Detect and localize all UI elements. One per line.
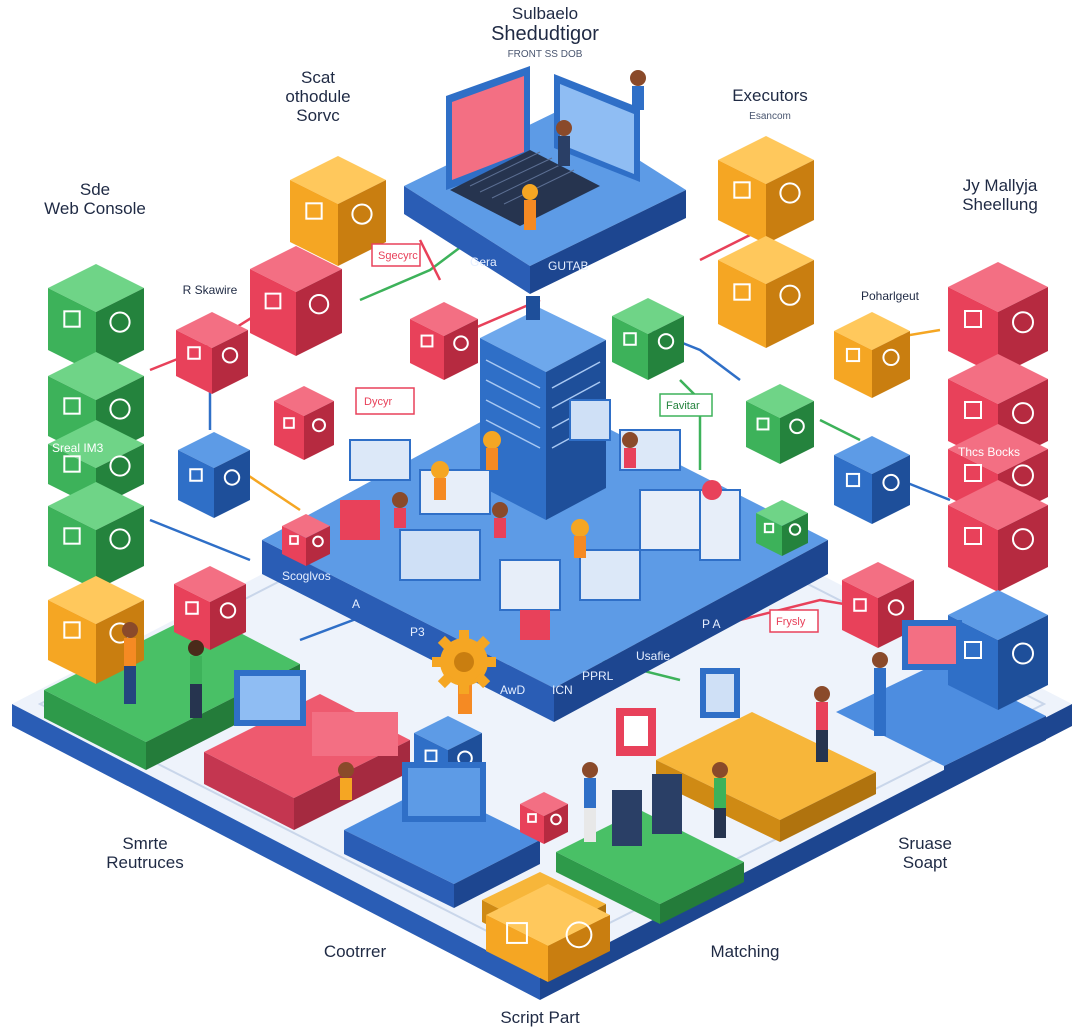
server-label-gera: Gera xyxy=(470,255,497,269)
scat-line-1: Scat xyxy=(258,68,378,87)
edge-label-a: A xyxy=(352,597,360,611)
cube-blue-left xyxy=(178,432,250,518)
sheellung-line-1: Jy Mallyja xyxy=(930,176,1070,195)
script-part-text: Script Part xyxy=(470,1008,610,1027)
smrte-line-1: Smrte xyxy=(80,834,210,853)
flag-label-sgecyrc: Sgecyrc xyxy=(378,250,418,262)
executors-label: Executors Esancom xyxy=(700,86,840,122)
web-console-line-1: Sde xyxy=(20,180,170,199)
cube-orange-pohargeut xyxy=(834,312,910,398)
cube-blue-right xyxy=(834,436,910,524)
smrte-reutruces-label: Smrte Reutruces xyxy=(80,834,210,872)
rskawire-label: R Skawire xyxy=(170,284,250,297)
edge-label-aw: AwD xyxy=(500,683,525,697)
matching-text: Matching xyxy=(690,942,800,961)
cube-orange-executors-2 xyxy=(718,236,814,348)
edge-label-p3: P3 xyxy=(410,625,425,639)
flag-label-favitar: Favitar xyxy=(666,400,700,412)
scat-line-2: othodule xyxy=(258,87,378,106)
title-subtext: FRONT SS DOB xyxy=(450,49,640,60)
flag-label-dycyr: Dycyr xyxy=(364,396,392,408)
title-label: Sulbaelo Shedudtigor FRONT SS DOB xyxy=(450,4,640,61)
scat-othodule-label: Scat othodule Sorvc xyxy=(258,68,378,125)
executors-subtext: Esancom xyxy=(700,111,840,122)
sruase-line-1: Sruase xyxy=(870,834,980,853)
sruase-line-2: Soapt xyxy=(870,853,980,872)
sruase-soapt-label: Sruase Soapt xyxy=(870,834,980,872)
sheellung-label: Jy Mallyja Sheellung xyxy=(930,176,1070,214)
cube-red-rskawire xyxy=(176,312,248,394)
cootrrer-label: Cootrrer xyxy=(300,942,410,961)
gear-icon xyxy=(432,630,496,694)
cube-green-4 xyxy=(48,482,144,590)
server-label-gutab: GUTAB xyxy=(548,259,588,273)
cube-orange-executors xyxy=(718,136,814,244)
cube-blue-right-lower xyxy=(948,590,1048,710)
matching-label: Matching xyxy=(690,942,800,961)
cube-red-center-left xyxy=(410,302,478,380)
edge-label-scoglvos: Scoglvos xyxy=(282,569,331,583)
web-console-label: Sde Web Console xyxy=(20,180,170,218)
executors-title: Executors xyxy=(700,86,840,105)
smrte-line-2: Reutruces xyxy=(80,853,210,872)
pohargeut-text: Poharlgeut xyxy=(840,290,940,303)
edge-label-usafie: Usafie xyxy=(636,649,670,663)
title-line-1: Sulbaelo xyxy=(450,4,640,23)
edge-label-pprl: PPRL xyxy=(582,669,614,683)
cootrrer-text: Cootrrer xyxy=(300,942,410,961)
title-line-2: Shedudtigor xyxy=(450,23,640,45)
script-part-label: Script Part xyxy=(470,1008,610,1027)
cube-green-center-right xyxy=(612,298,684,380)
top-desk-platform: Gera GUTAB xyxy=(404,66,686,294)
stack-label-thcs: Thcs Bocks xyxy=(958,445,1020,459)
scat-line-3: Sorvc xyxy=(258,106,378,125)
edge-label-icn: ICN xyxy=(552,683,573,697)
edge-label-pa: P A xyxy=(702,617,720,631)
sheellung-line-2: Sheellung xyxy=(930,195,1070,214)
rskawire-text: R Skawire xyxy=(170,284,250,297)
cube-green-mid-right xyxy=(746,384,814,464)
cube-red-scat-lower xyxy=(250,246,342,356)
stack-label-sreal: Sreal IM3 xyxy=(52,441,104,455)
web-console-line-2: Web Console xyxy=(20,199,170,218)
pohargeut-label: Poharlgeut xyxy=(840,290,940,303)
flag-label-frysly: Frysly xyxy=(776,616,806,628)
cube-red-small xyxy=(274,386,334,460)
